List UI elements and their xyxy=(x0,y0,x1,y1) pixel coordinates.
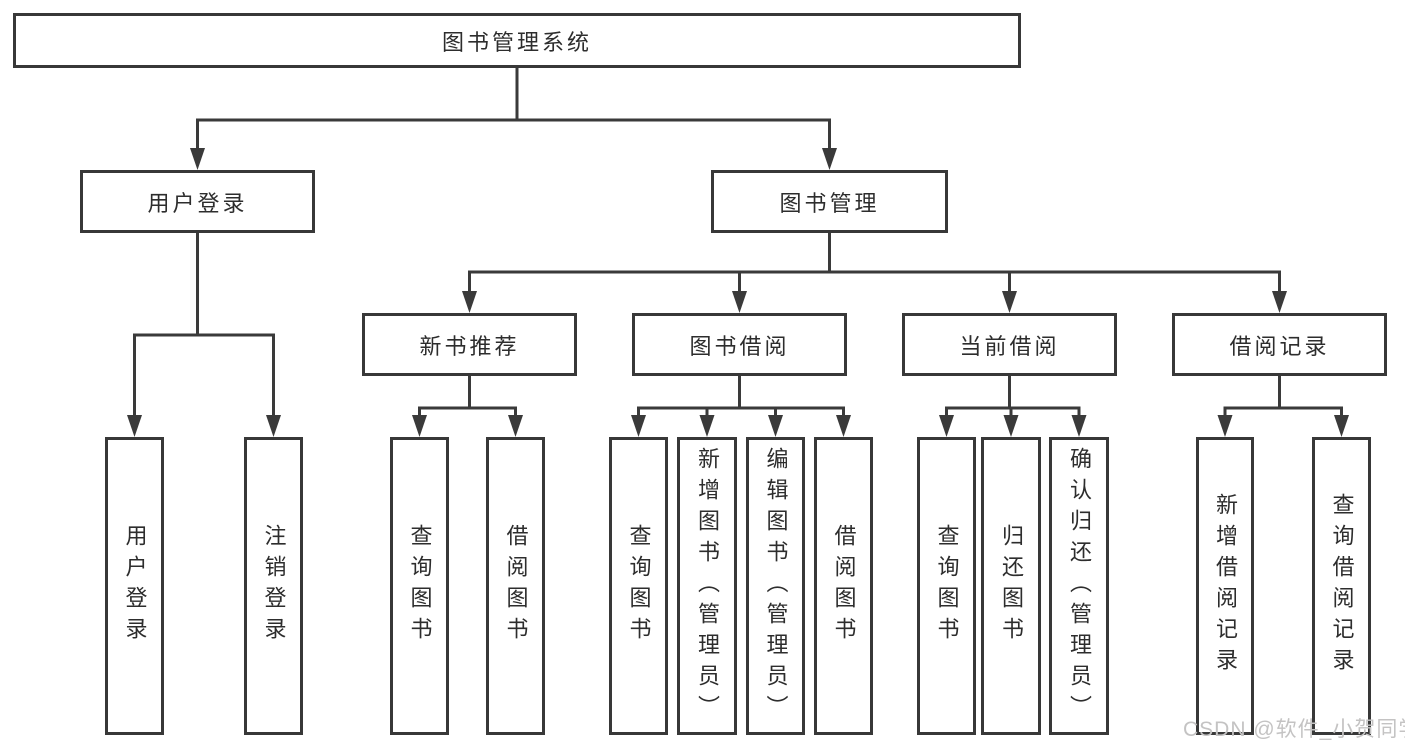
arrowhead-icon xyxy=(1002,291,1017,313)
node-current-borrowing: 当前借阅 xyxy=(902,313,1117,376)
leaf-logout: 注销登录 xyxy=(244,437,303,735)
node-new-book-recommendation: 新书推荐 xyxy=(362,313,577,376)
leaf-edit-book-admin: 编辑图书（管理员） xyxy=(746,437,805,735)
csdn-watermark: CSDN @软件_小贺同学 xyxy=(1183,718,1405,741)
leaf-user-login: 用户登录 xyxy=(105,437,164,735)
connector-group xyxy=(631,374,851,437)
leaf-borrow-books: 借阅图书 xyxy=(814,437,873,735)
arrowhead-icon xyxy=(266,415,281,437)
arrowhead-icon xyxy=(1217,415,1233,437)
arrowhead-icon xyxy=(939,415,954,437)
arrowhead-icon xyxy=(190,148,205,170)
connector-group xyxy=(1217,374,1349,437)
node-user-login: 用户登录 xyxy=(80,170,315,233)
arrowhead-icon xyxy=(1071,415,1087,437)
node-library-management-system: 图书管理系统 xyxy=(13,13,1021,68)
arrowhead-icon xyxy=(732,291,747,313)
arrowhead-icon xyxy=(1003,415,1019,437)
arrowhead-icon xyxy=(631,415,646,437)
connector-group xyxy=(412,374,523,437)
arrowhead-icon xyxy=(462,291,477,313)
leaf-query-books-borrowing: 查询图书 xyxy=(609,437,668,735)
leaf-confirm-return-admin: 确认归还（管理员） xyxy=(1049,437,1109,735)
arrowhead-icon xyxy=(508,415,523,437)
node-borrowing-records: 借阅记录 xyxy=(1172,313,1387,376)
node-book-management: 图书管理 xyxy=(711,170,948,233)
leaf-query-borrowing-record: 查询借阅记录 xyxy=(1312,437,1371,735)
node-book-borrowing: 图书借阅 xyxy=(632,313,847,376)
arrowhead-icon xyxy=(836,415,851,437)
connector-group xyxy=(127,231,281,437)
leaf-borrow-books-recommend: 借阅图书 xyxy=(486,437,545,735)
arrowhead-icon xyxy=(127,415,142,437)
leaf-add-borrowing-record: 新增借阅记录 xyxy=(1196,437,1254,735)
leaf-query-books-current: 查询图书 xyxy=(917,437,976,735)
connector-group xyxy=(939,374,1087,437)
arrowhead-icon xyxy=(822,148,837,170)
arrowhead-icon xyxy=(768,415,783,437)
connector-group xyxy=(462,231,1287,313)
arrowhead-icon xyxy=(1334,415,1349,437)
arrowhead-icon xyxy=(412,415,427,437)
connector-group xyxy=(190,66,837,170)
arrowhead-icon xyxy=(699,415,715,437)
leaf-add-book-admin: 新增图书（管理员） xyxy=(677,437,737,735)
leaf-query-books-recommend: 查询图书 xyxy=(390,437,449,735)
leaf-return-books: 归还图书 xyxy=(981,437,1041,735)
arrowhead-icon xyxy=(1272,291,1287,313)
